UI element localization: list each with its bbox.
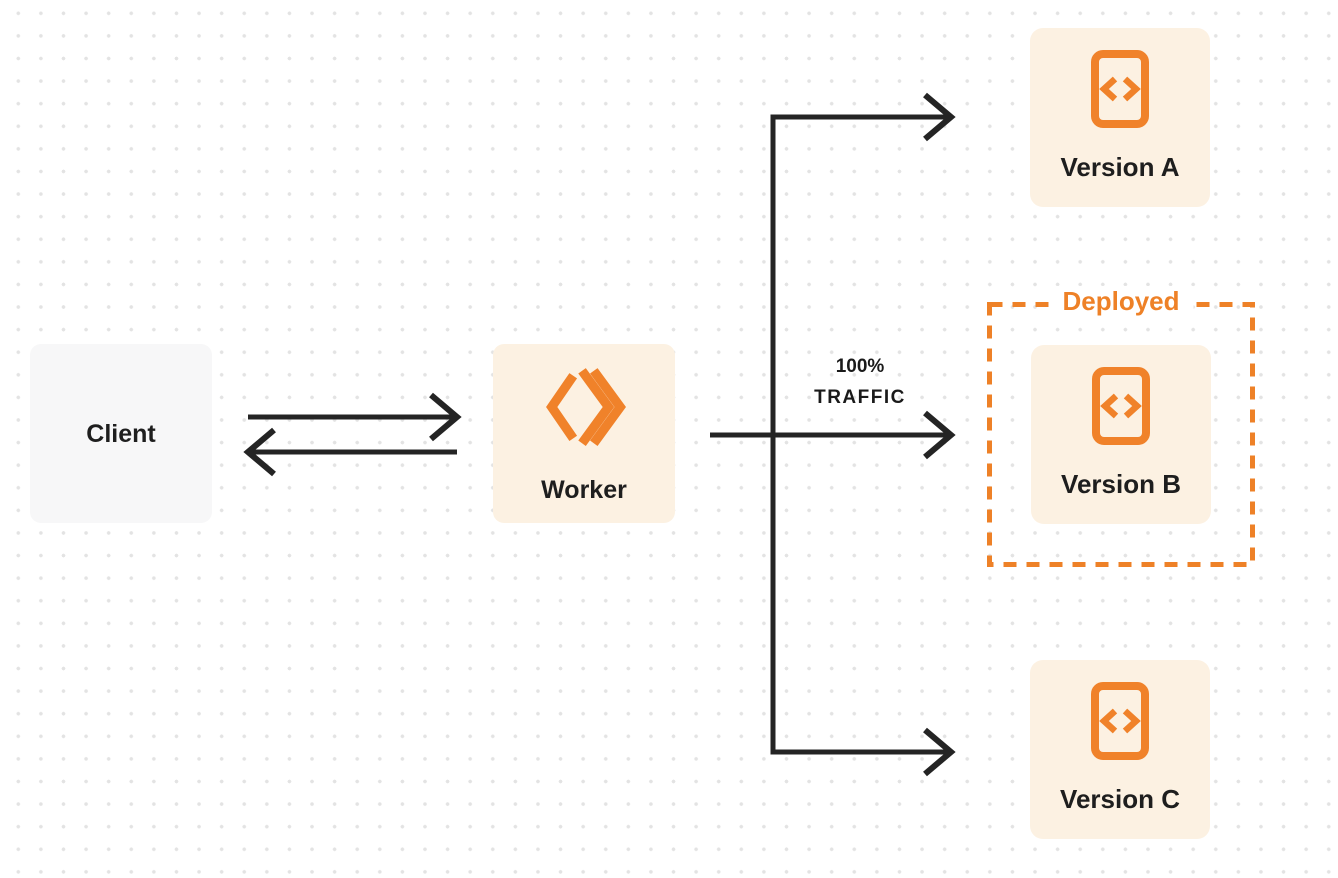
code-file-icon bbox=[1092, 367, 1150, 445]
node-version-c: Version C bbox=[1030, 660, 1210, 839]
deployed-group: Deployed bbox=[987, 286, 1255, 567]
traffic-word-text: TRAFFIC bbox=[814, 387, 906, 408]
edge-branch-to-version-c-line bbox=[770, 435, 947, 755]
version-c-label: Version C bbox=[1060, 784, 1180, 814]
node-version-a: Version A bbox=[1030, 28, 1210, 207]
node-version-b: Version B bbox=[1031, 345, 1211, 524]
worker-label: Worker bbox=[541, 476, 627, 504]
code-file-icon bbox=[1091, 682, 1149, 760]
code-file-icon bbox=[1091, 50, 1149, 128]
arrowhead-right-icon bbox=[923, 727, 956, 777]
deployed-dashed-border bbox=[987, 302, 1255, 567]
arrowhead-right-icon bbox=[429, 392, 462, 442]
arrowhead-right-icon bbox=[923, 92, 956, 142]
node-worker: Worker bbox=[493, 344, 675, 523]
workers-logo-icon bbox=[546, 368, 626, 447]
arrowhead-left-icon bbox=[243, 427, 276, 477]
traffic-percent-text: 100% bbox=[835, 356, 885, 377]
version-b-label: Version B bbox=[1061, 469, 1181, 499]
version-a-label: Version A bbox=[1060, 152, 1180, 182]
arrowhead-right-icon bbox=[923, 410, 956, 460]
client-label: Client bbox=[86, 419, 156, 448]
traffic-annotation: 100% TRAFFIC bbox=[785, 351, 935, 413]
node-client: Client bbox=[30, 344, 212, 523]
deployed-group-label: Deployed bbox=[1048, 286, 1194, 317]
